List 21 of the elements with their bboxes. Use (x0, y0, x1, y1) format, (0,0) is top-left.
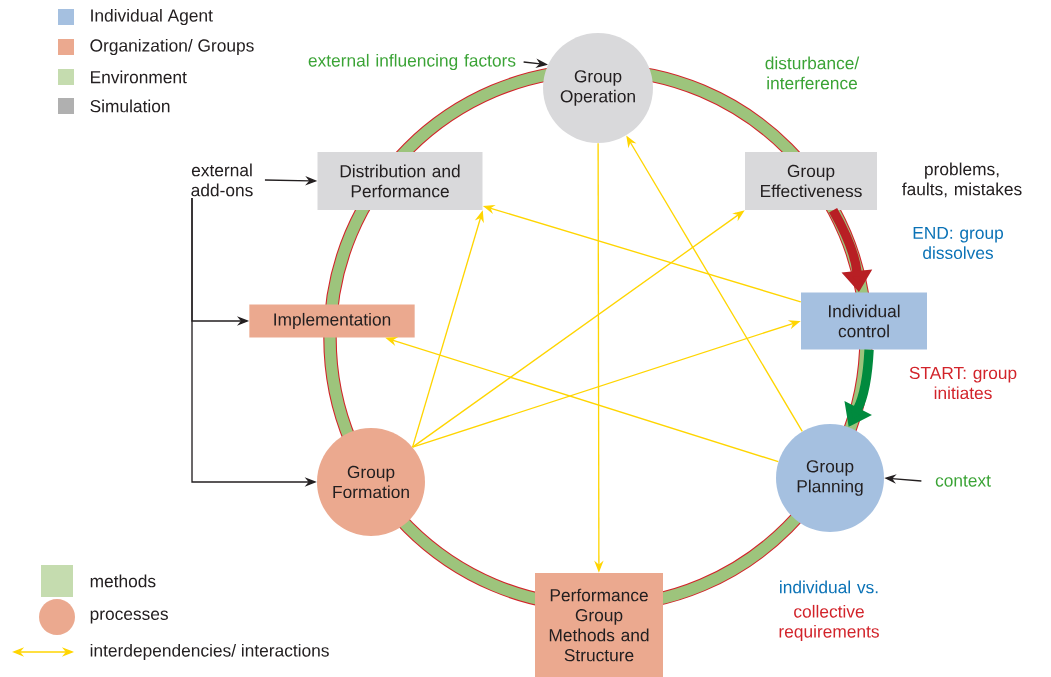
process-box: Group Effectiveness (745, 152, 877, 210)
annotation-text: START: group initiates (909, 366, 1017, 400)
annotation-text: external influencing factors (308, 53, 516, 71)
annotation-text: individual vs. (780, 580, 878, 594)
legend-text: Organization/ Groups (90, 38, 254, 56)
legend-text: interdependencies/ interactions (90, 643, 329, 661)
legend-text: Simulation (90, 99, 170, 113)
legend-text: processes (90, 610, 168, 624)
annotation-text: disturbance/ interference (765, 56, 860, 90)
annotation-text: context (935, 475, 991, 487)
annotation-text: END: group dissolves (913, 226, 1003, 260)
annotation-text: collective requirements (779, 604, 879, 642)
process-box: Distribution and Performance (317, 152, 483, 210)
process-box: Implementation (249, 304, 415, 338)
legend-text: methods (90, 574, 156, 588)
legend-text: Individual Agent (91, 8, 213, 26)
annotation-text: external add-ons (191, 163, 253, 197)
process-box: Individual control (801, 292, 927, 350)
process-box: Performance Group Methods and Structure (535, 573, 663, 677)
annotation-text: problems, faults, mistakes (902, 162, 1022, 198)
legend-text: Environment (91, 70, 187, 84)
